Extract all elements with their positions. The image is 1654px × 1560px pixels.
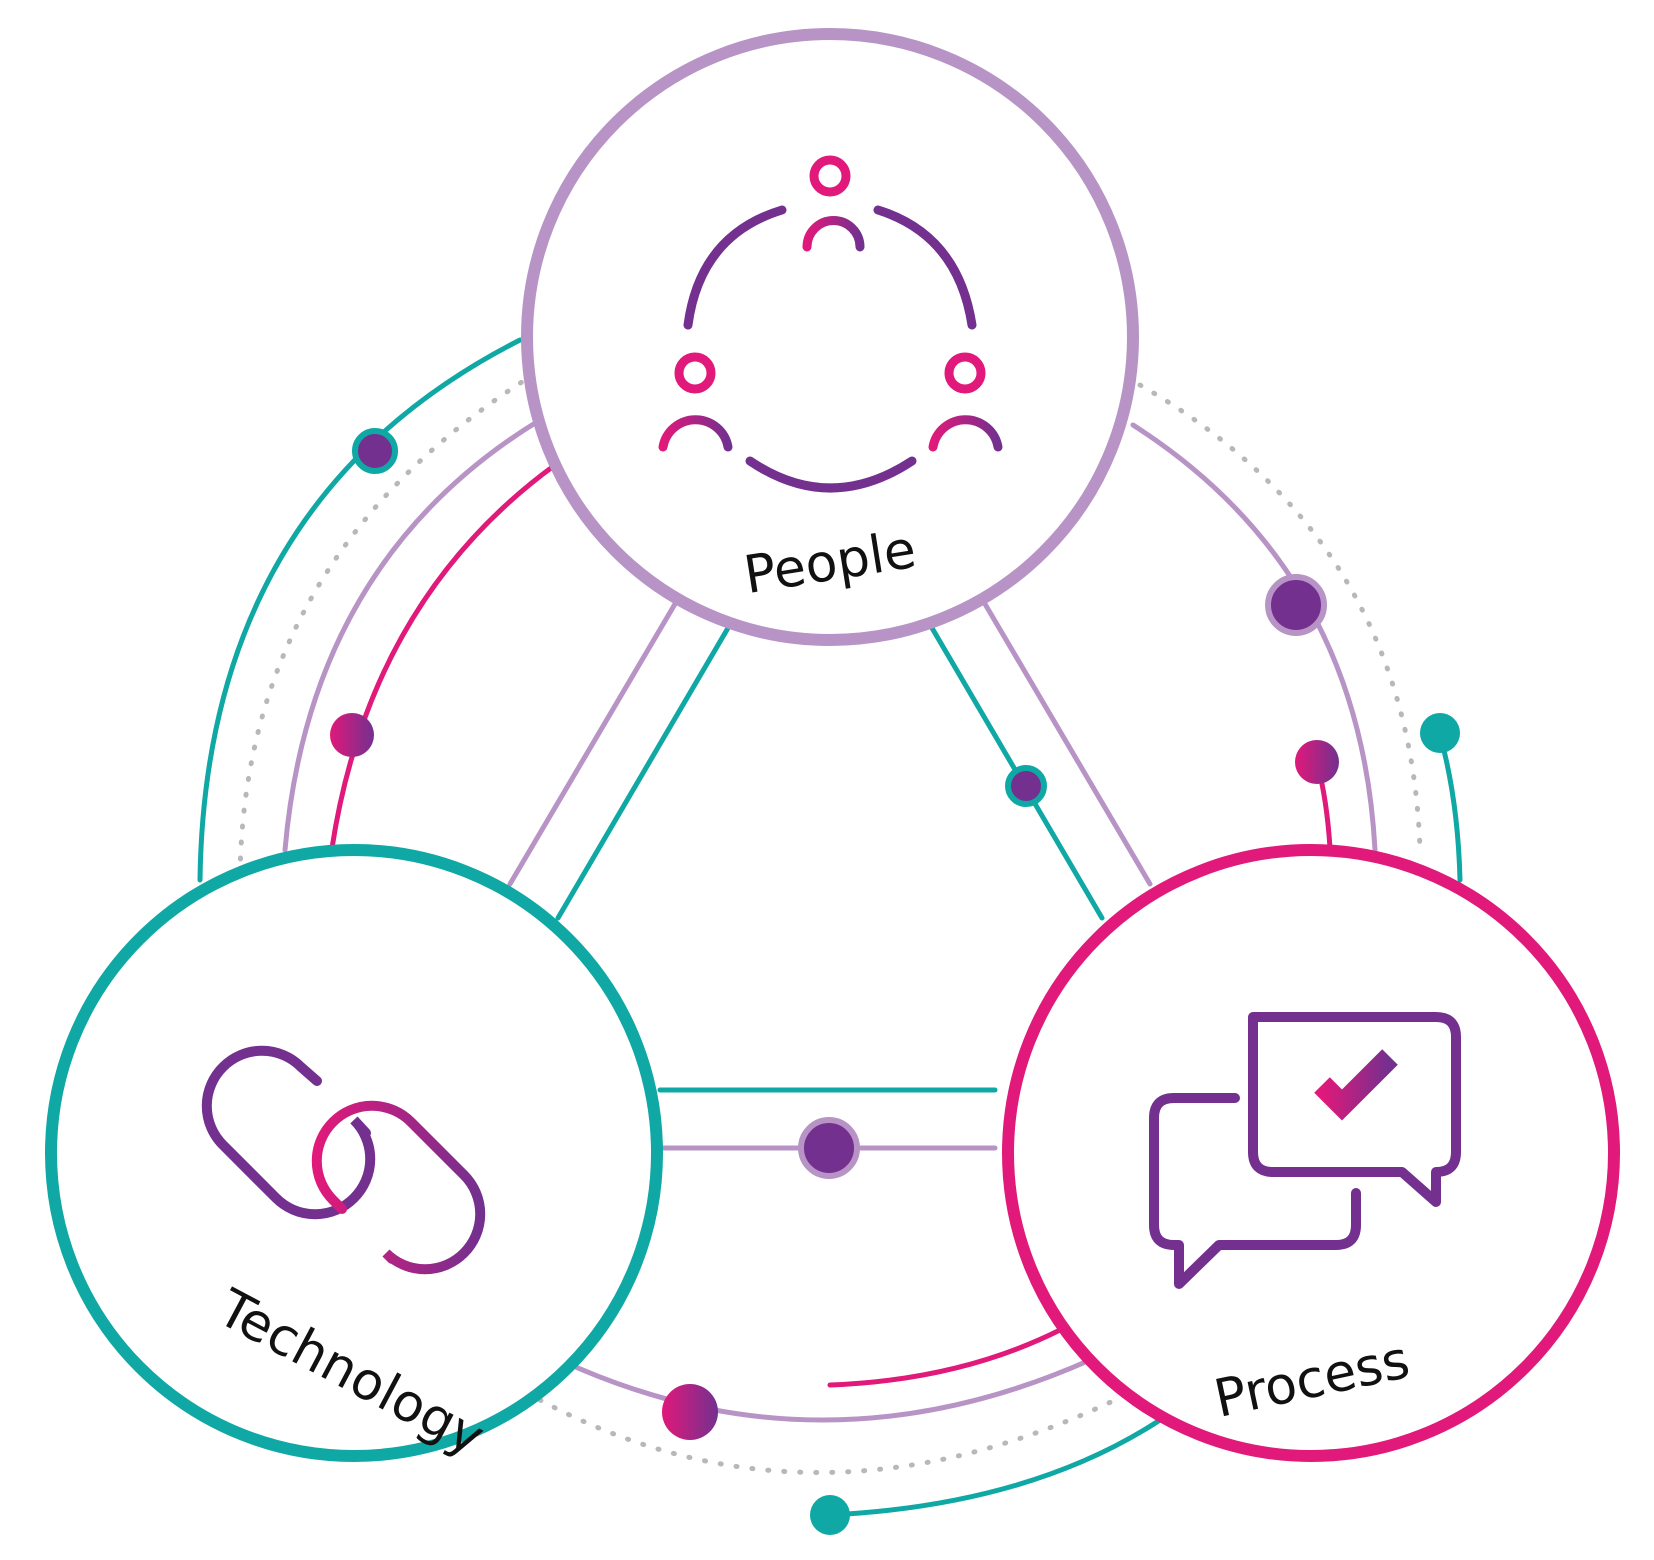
node-dot-top-left <box>352 428 398 474</box>
node-dot-right-purple <box>1265 574 1327 636</box>
technology-circle <box>45 844 663 1462</box>
node-dot-bottom-teal <box>810 1495 850 1535</box>
node-dot-right-magenta <box>1295 740 1339 784</box>
node-dot-center-purple <box>798 1117 860 1179</box>
node-dot-left-magenta <box>330 713 374 757</box>
node-dot-bottom-magenta <box>662 1384 718 1440</box>
chat-bubbles-check-icon <box>1149 1012 1461 1289</box>
connector-people-technology <box>507 601 731 921</box>
people-network-icon <box>658 155 1003 493</box>
people-circle <box>521 28 1139 646</box>
connector-nodes <box>330 428 1460 1535</box>
chain-link-icon <box>201 1045 486 1275</box>
process-circle <box>1002 844 1620 1462</box>
orbit-arcs <box>197 337 1463 1518</box>
connector-people-process <box>929 601 1153 921</box>
node-dot-right-teal <box>1420 713 1460 753</box>
node-dot-diagonal-purple <box>1005 765 1047 807</box>
